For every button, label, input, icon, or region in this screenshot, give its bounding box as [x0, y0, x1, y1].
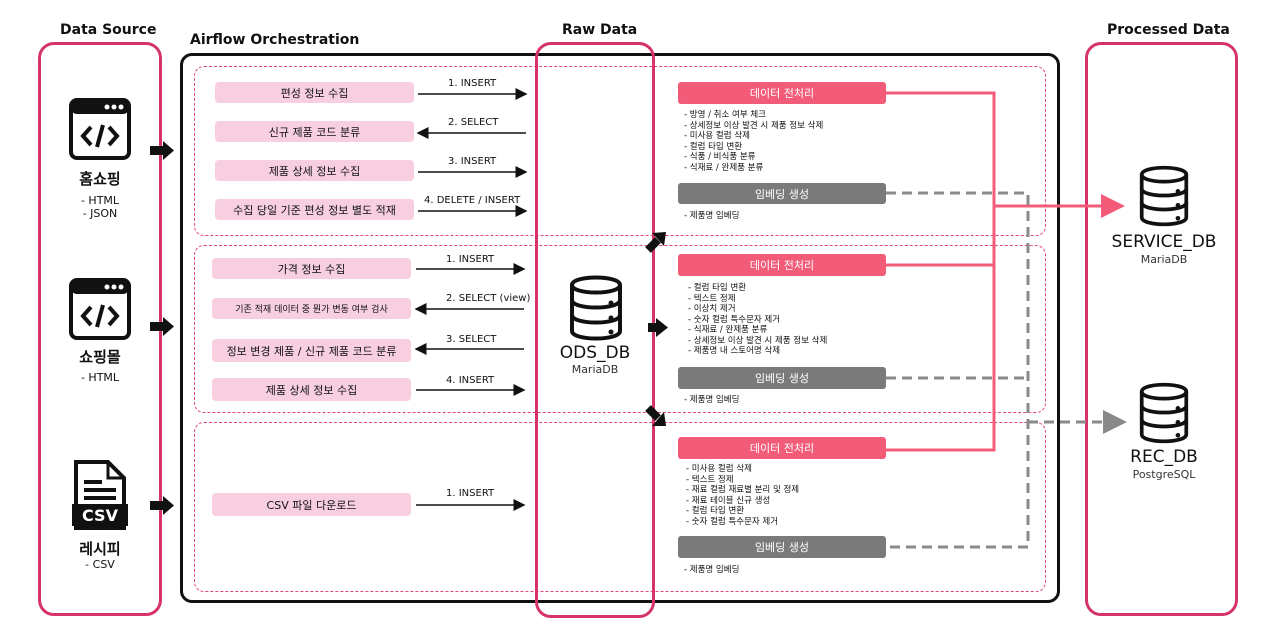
preprocess-bar: 데이터 전처리	[678, 82, 886, 104]
code-window-icon	[69, 278, 131, 340]
source-format: - HTML	[80, 371, 120, 384]
embedding-note: - 제품명 임베딩	[684, 565, 740, 575]
pipeline-recipe	[194, 422, 1046, 592]
note-item: - 상세정보 이상 발견 시 제품 정보 삭제	[684, 120, 824, 131]
preprocess-flow	[886, 91, 996, 452]
pipeline-step: CSV 파일 다운로드	[212, 493, 411, 516]
service-db-engine: MariaDB	[1140, 253, 1188, 266]
note-item: - 텍스트 정제	[686, 474, 734, 485]
service-db-name: SERVICE_DB	[1111, 232, 1217, 252]
pipeline-step: 기존 적재 데이터 중 뭔가 변동 여부 검사	[212, 298, 411, 319]
note-item: - 재료 컬럼 재료별 분리 및 정제	[686, 485, 800, 495]
preprocess-notes: - 미사용 컬럼 삭제 - 텍스트 정제 - 재료 컬럼 재료별 분리 및 정제…	[686, 464, 799, 527]
embedding-bar: 임베딩 생성	[678, 367, 886, 389]
pipeline-step: 신규 제품 코드 분류	[215, 121, 414, 142]
embedding-flow	[886, 191, 1030, 549]
note-item: - 이상치 제거	[688, 304, 736, 314]
header-raw-data: Raw Data	[562, 22, 638, 38]
pipeline-step: 수집 당일 기준 편성 정보 별도 적재	[215, 199, 414, 220]
pipeline-step: 제품 상세 정보 수집	[215, 160, 414, 181]
ods-db-engine: MariaDB	[571, 363, 619, 376]
operation-label: 3. SELECT	[446, 334, 497, 345]
rec-db-name: REC_DB	[1130, 447, 1198, 467]
embedding-bar: 임베딩 생성	[678, 536, 886, 558]
operation-label: 2. SELECT (view)	[446, 293, 531, 304]
pipeline-step: 가격 정보 수집	[212, 258, 411, 279]
operation-label: 1. INSERT	[446, 488, 495, 499]
preprocess-notes: - 컬럼 타입 변환 - 텍스트 정제 - 이상치 제거 - 숫자 컬럼 특수문…	[688, 283, 827, 357]
note-item: - 미사용 컬럼 삭제	[684, 131, 750, 141]
embedding-note: - 제품명 임베딩	[684, 395, 740, 405]
header-processed-data: Processed Data	[1107, 22, 1230, 38]
source-arrow	[150, 496, 174, 515]
note-item: - 방영 / 취소 여부 체크	[684, 110, 767, 120]
preprocess-bar: 데이터 전처리	[678, 437, 886, 459]
code-window-icon	[69, 98, 131, 160]
database-icon	[1139, 382, 1189, 444]
source-name-recipe: 레시피	[79, 540, 121, 558]
airflow-frame	[180, 53, 1060, 603]
source-name-homeshopping: 홈쇼핑	[79, 170, 121, 188]
note-item: - 식재료 / 완제품 분류	[684, 162, 764, 173]
source-arrow	[150, 141, 174, 160]
operation-label: 1. INSERT	[448, 78, 497, 89]
pipeline-shoppingmall	[194, 245, 1046, 413]
operation-label: 4. DELETE / INSERT	[424, 195, 521, 206]
operation-label: 3. INSERT	[448, 156, 497, 167]
note-item: - 미사용 컬럼 삭제	[686, 464, 752, 474]
note-item: - 재료 테이블 신규 생성	[686, 495, 771, 506]
source-format: - CSV	[85, 558, 115, 571]
embedding-bar: 임베딩 생성	[678, 183, 886, 204]
note-item: - 식재료 / 완제품 분류	[688, 325, 768, 335]
note-item: - 상세정보 이상 발견 시 제품 정보 삭제	[688, 335, 828, 346]
note-item: - 텍스트 정제	[688, 293, 736, 304]
note-item: - 제품명 내 스토어명 삭제	[688, 346, 781, 356]
operation-label: 2. SELECT	[448, 117, 499, 128]
header-data-source: Data Source	[60, 22, 157, 38]
embedding-note: - 제품명 임베딩	[684, 211, 740, 221]
database-icon	[1139, 165, 1189, 227]
processed-data-column	[1085, 42, 1238, 616]
preprocess-notes: - 방영 / 취소 여부 체크 - 상세정보 이상 발견 시 제품 정보 삭제 …	[684, 110, 823, 173]
pipeline-step: 정보 변경 제품 / 신규 제품 코드 분류	[212, 339, 411, 362]
note-item: - 컬럼 타입 변환	[686, 506, 745, 516]
rec-db-engine: PostgreSQL	[1132, 468, 1196, 481]
source-format: - JSON	[82, 207, 118, 220]
ods-arrow-right	[648, 318, 668, 337]
pipeline-homeshopping	[194, 66, 1046, 236]
ods-arrow-up	[645, 232, 666, 253]
ods-arrow-down	[645, 405, 666, 426]
preprocess-bar: 데이터 전처리	[678, 254, 886, 276]
pipeline-step: 제품 상세 정보 수집	[212, 378, 411, 401]
note-item: - 컬럼 타입 변환	[684, 141, 743, 152]
note-item: - 숫자 컬럼 특수문자 제거	[688, 314, 781, 325]
source-format: - HTML	[80, 194, 120, 207]
note-item: - 숫자 컬럼 특수문자 제거	[686, 516, 779, 527]
operation-label: 4. INSERT	[446, 375, 495, 386]
header-airflow: Airflow Orchestration	[190, 32, 360, 48]
note-item: - 컬럼 타입 변환	[688, 283, 747, 293]
operation-label: 1. INSERT	[446, 254, 495, 265]
note-item: - 식품 / 비식품 분류	[684, 152, 756, 162]
pipeline-step: 편성 정보 수집	[215, 82, 414, 103]
database-icon	[570, 275, 622, 341]
svg-text:CSV: CSV	[82, 506, 119, 525]
source-name-shoppingmall: 쇼핑몰	[79, 348, 121, 366]
source-arrow	[150, 317, 174, 336]
csv-file-icon: CSV	[72, 460, 128, 530]
ods-db-name: ODS_DB	[559, 343, 631, 363]
